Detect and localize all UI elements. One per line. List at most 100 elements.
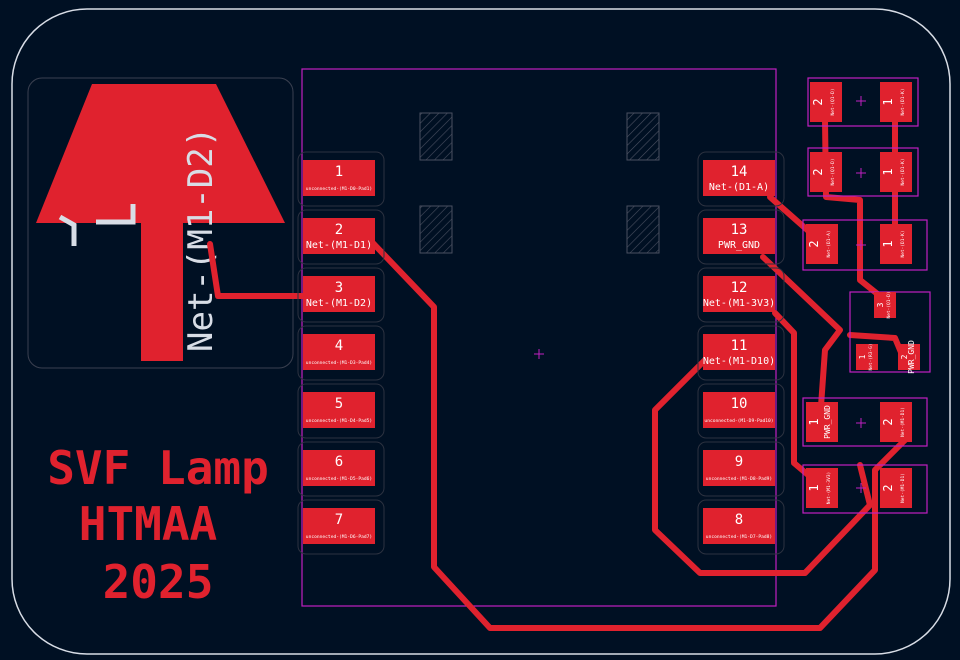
pad-net-label: Net-(D1-A) bbox=[709, 182, 769, 193]
keepout-zone bbox=[419, 112, 453, 161]
component-pad: 1 Net-(M1-3V3) bbox=[806, 468, 838, 508]
pad-number: 5 bbox=[335, 396, 343, 412]
pad-number: 2 bbox=[811, 168, 825, 175]
component-pad: 2 Net-(M1-D1) bbox=[880, 468, 912, 508]
pad-net-label: unconnected-(M1-D3-Pad4) bbox=[306, 360, 372, 366]
trace-q1-d bbox=[822, 117, 888, 303]
pad-number: 8 bbox=[735, 512, 743, 528]
pad-net-label: Net-(M1-D1) bbox=[900, 407, 906, 437]
pad-number: 9 bbox=[735, 454, 743, 470]
keepout-zone bbox=[626, 112, 660, 161]
component-pad: 2 Net-(Q1-D) bbox=[810, 152, 842, 192]
pad-number: 3 bbox=[335, 280, 343, 296]
component-courtyards bbox=[802, 77, 931, 514]
component-pad: 2 Net-(Q1-D) bbox=[810, 82, 842, 122]
pad-net-label: Net-(D1-K) bbox=[900, 88, 906, 115]
pad-net-label: unconnected-(M1-D5-Pad6) bbox=[306, 476, 372, 482]
pad-number: 2 bbox=[811, 98, 825, 105]
keepout-zone bbox=[419, 205, 453, 254]
pad-number: 12 bbox=[731, 280, 748, 296]
component-courtyard bbox=[802, 464, 928, 514]
pad-net-label: Net-(R3-G) bbox=[868, 343, 874, 370]
pad-number: 7 bbox=[335, 512, 343, 528]
module-pad: 4 unconnected-(M1-D3-Pad4) bbox=[297, 325, 385, 381]
pad-net-label: Net-(M1-D1) bbox=[306, 240, 372, 251]
pad-number: 1 bbox=[881, 98, 895, 105]
pad-number: 1 bbox=[881, 168, 895, 175]
pad-net-label: PWR_GND bbox=[718, 240, 760, 251]
pad-net-label: Net-(M1-3V3) bbox=[703, 298, 775, 309]
module-pad: 6 unconnected-(M1-D5-Pad6) bbox=[297, 441, 385, 497]
pad-number: 6 bbox=[335, 454, 343, 470]
trace-net-3v3 bbox=[772, 310, 823, 488]
module-pads: 1unconnected-(M1-D0-Pad1)2Net-(M1-D1)3Ne… bbox=[297, 151, 785, 555]
keepout-zone bbox=[626, 205, 660, 254]
component-courtyard bbox=[807, 147, 919, 197]
pad-number: 2 bbox=[881, 418, 895, 425]
pad-net-label: Net-(M1-3V3) bbox=[826, 472, 832, 505]
pad-number: 1 bbox=[807, 418, 821, 425]
pad-number: 10 bbox=[731, 396, 748, 412]
pad-number: 2 bbox=[881, 484, 895, 491]
lamp-outline bbox=[27, 77, 294, 369]
module-pad: 10 unconnected-(M1-D9-Pad10) bbox=[697, 383, 785, 439]
component-pad: 1 Net-(D1-K) bbox=[880, 152, 912, 192]
pad-number: 1 bbox=[335, 164, 343, 180]
component-courtyard bbox=[802, 219, 928, 271]
board-title-line-2: HTMAA bbox=[79, 497, 217, 551]
pad-number: 1 bbox=[881, 240, 895, 247]
pad-net-label: unconnected-(M1-D9-Pad10) bbox=[704, 418, 773, 424]
module-pad: 8 unconnected-(M1-D7-Pad8) bbox=[697, 499, 785, 555]
pad-number: 4 bbox=[335, 338, 343, 354]
pad-net-label: Net-(Q1-D) bbox=[830, 88, 836, 115]
trace-net-d1 bbox=[367, 237, 908, 631]
pad-net-label: unconnected-(M1-D4-Pad5) bbox=[306, 418, 372, 424]
component-pad: 1 Net-(D1-K) bbox=[880, 82, 912, 122]
pad-net-label: unconnected-(M1-D6-Pad7) bbox=[306, 534, 372, 540]
pad-net-label: PWR_GND bbox=[907, 340, 916, 374]
module-pad: 5 unconnected-(M1-D4-Pad5) bbox=[297, 383, 385, 439]
pad-net-label: unconnected-(M1-D0-Pad1) bbox=[306, 186, 372, 192]
trace-pwr-gnd bbox=[760, 254, 843, 423]
pad-net-label: Net-(Q1-D) bbox=[830, 158, 836, 185]
pad-net-label: Net-(Q1-D) bbox=[886, 291, 892, 318]
pad-net-label: Net-(D1-A) bbox=[826, 230, 832, 257]
pad-number: 3 bbox=[876, 302, 885, 307]
pad-net-label: Net-(D1-K) bbox=[900, 230, 906, 257]
pad-net-label: Net-(D1-K) bbox=[900, 158, 906, 185]
board-title-line-3: 2025 bbox=[103, 555, 214, 609]
component-pad: 2 Net-(D1-A) bbox=[806, 224, 838, 264]
copper-traces bbox=[207, 117, 908, 631]
component-pad: 2 Net-(M1-D1) bbox=[880, 402, 912, 442]
pad-number: 13 bbox=[731, 222, 748, 238]
component-cross-marks bbox=[856, 96, 866, 493]
pad-net-label: PWR_GND bbox=[823, 405, 832, 439]
module-courtyard bbox=[301, 68, 777, 607]
pad-number: 2 bbox=[335, 222, 343, 238]
trace-net-d2 bbox=[207, 241, 344, 299]
lamp-stem-copper bbox=[141, 223, 183, 361]
pad-number: 2 bbox=[900, 354, 909, 359]
pad-net-label: Net-(M1-D1) bbox=[900, 473, 906, 503]
pad-number: 11 bbox=[731, 338, 748, 354]
lamp-shade-copper bbox=[36, 84, 285, 223]
pad-number: 1 bbox=[807, 484, 821, 491]
side-net-label: Net-(M1-D2) bbox=[181, 127, 221, 352]
component-courtyard bbox=[802, 397, 928, 447]
pad-number: 2 bbox=[807, 240, 821, 247]
board-outline bbox=[11, 8, 951, 655]
corner-silk-mark bbox=[58, 204, 136, 246]
pad-net-label: unconnected-(M1-D7-Pad8) bbox=[706, 534, 772, 540]
